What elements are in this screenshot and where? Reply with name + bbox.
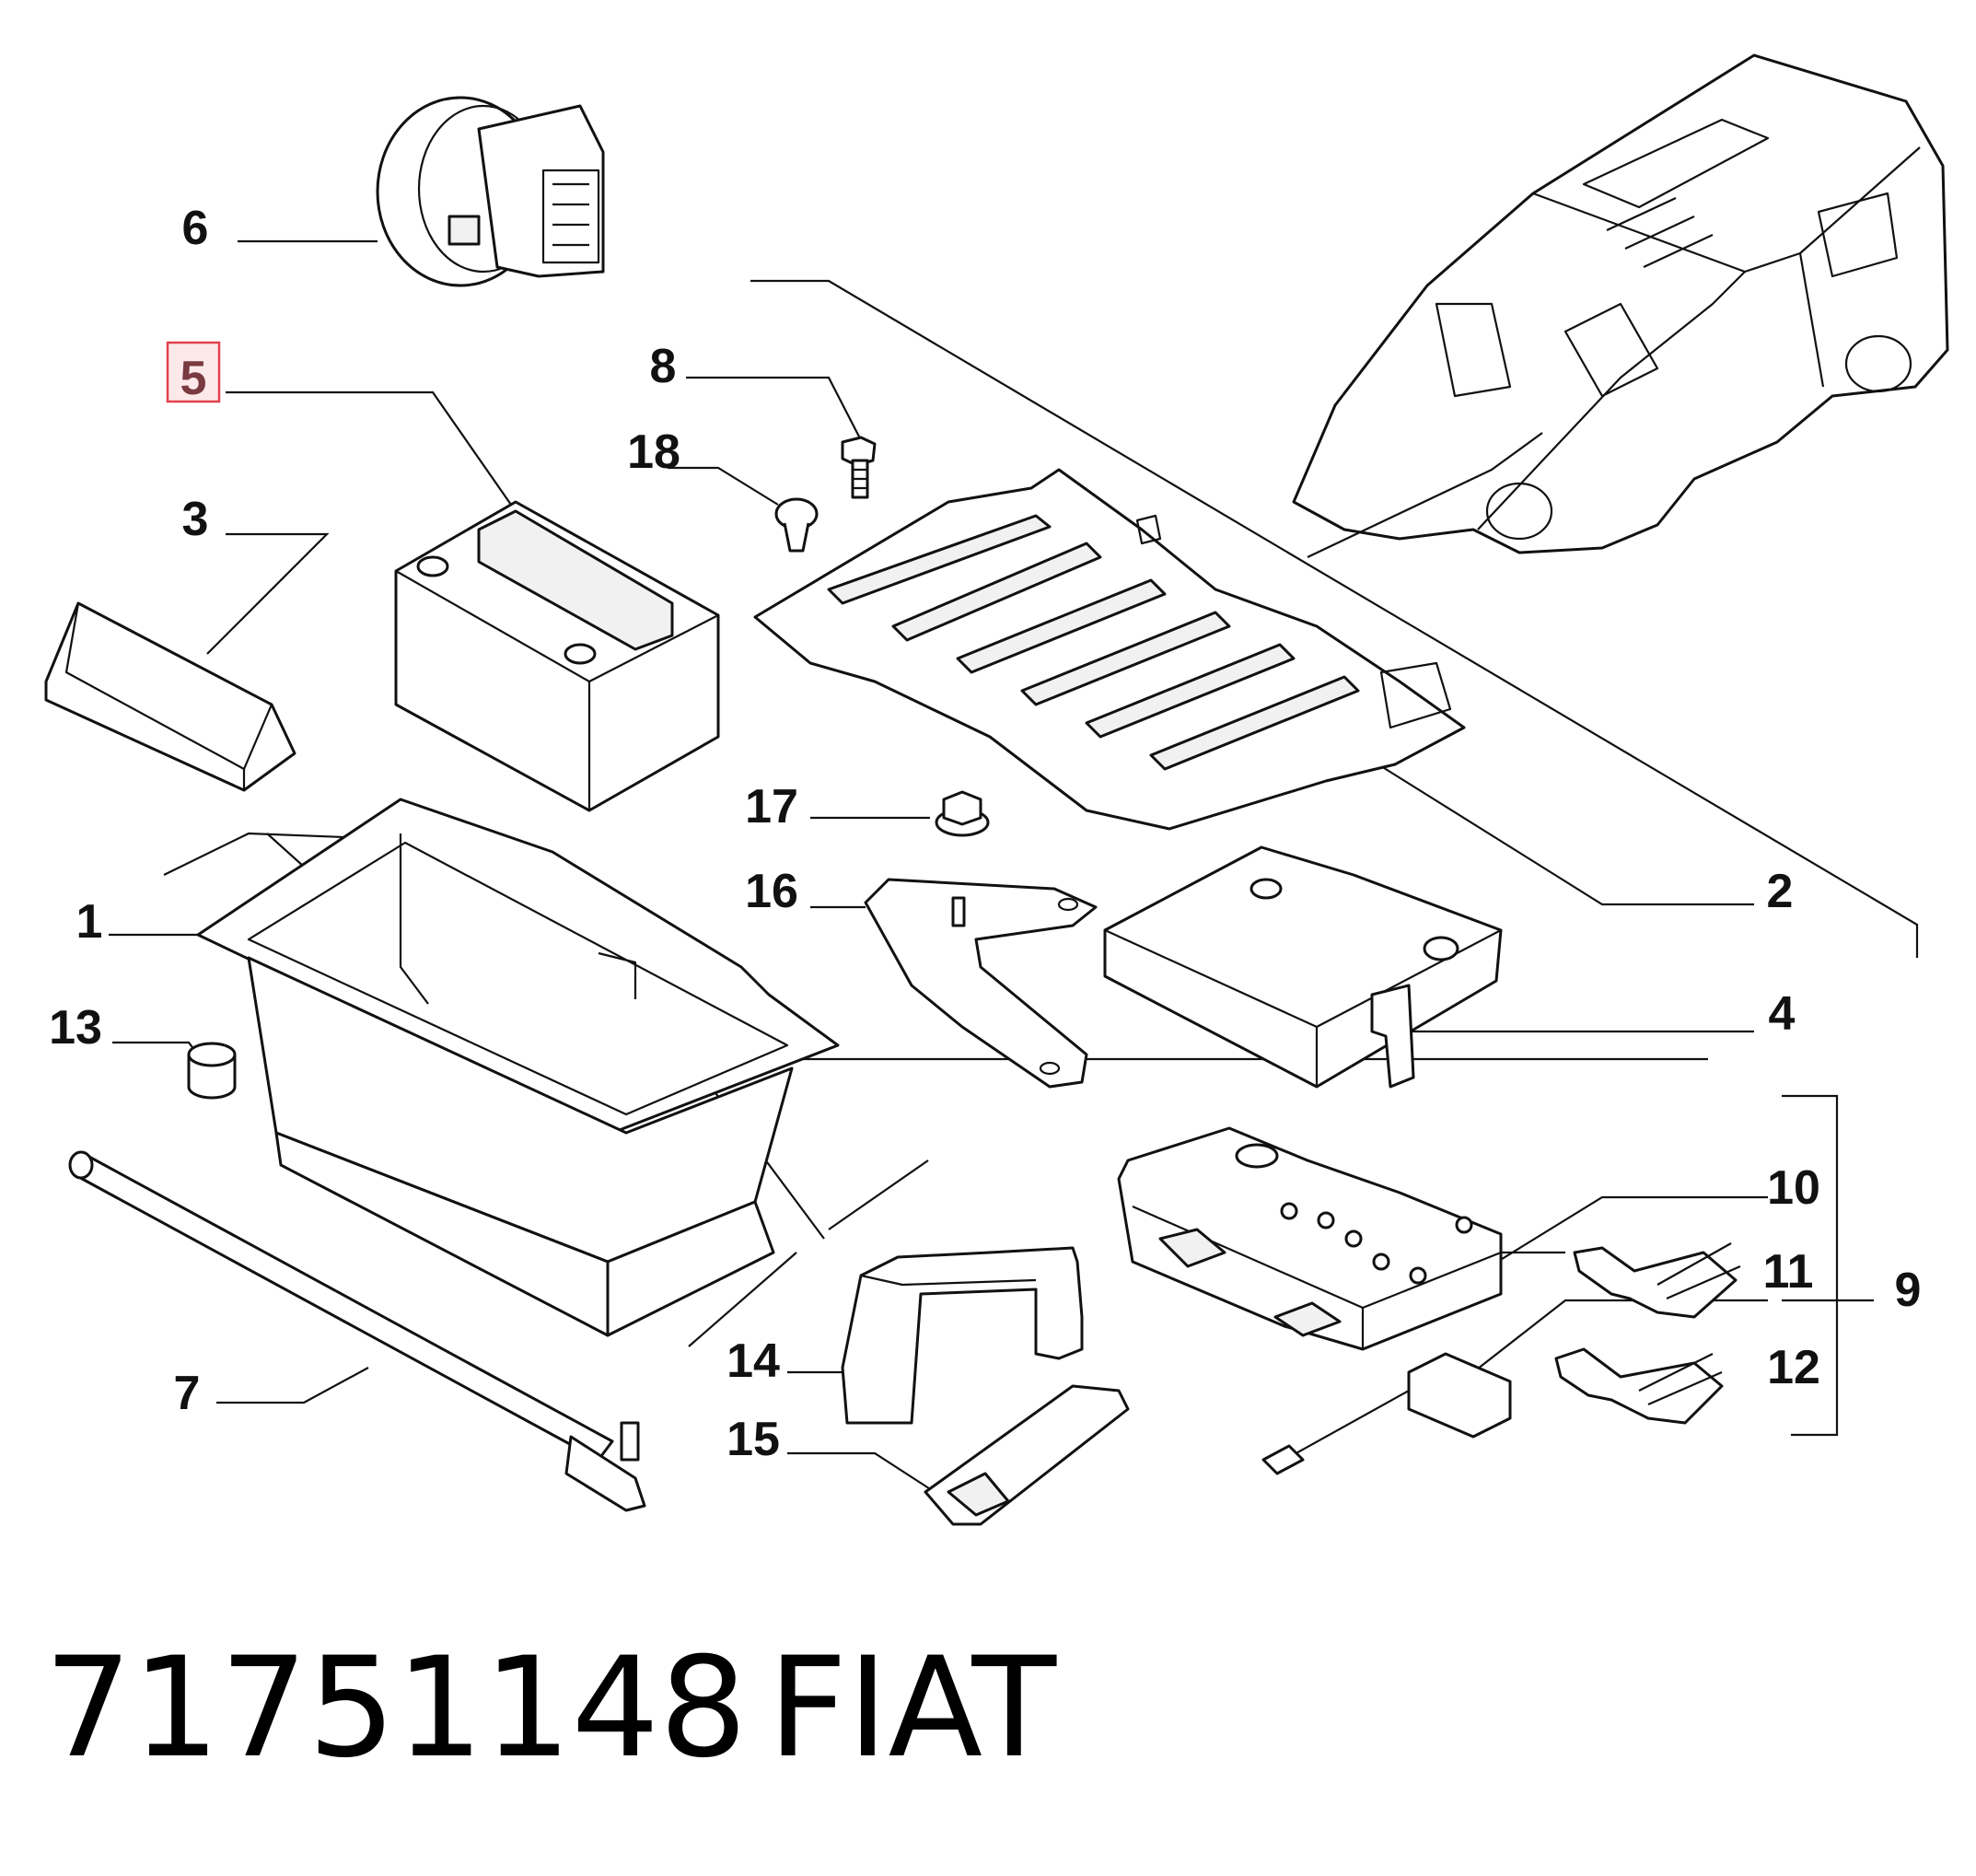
callout-17: 17 xyxy=(745,780,798,833)
callout-5-highlight xyxy=(166,341,221,403)
clip-part xyxy=(774,497,819,553)
support-14-part xyxy=(841,1246,1084,1425)
bracket-part xyxy=(864,878,1098,1089)
fuse-11-part xyxy=(1573,1242,1741,1319)
floor-plate-part xyxy=(753,468,1466,831)
callout-4: 4 xyxy=(1769,987,1796,1041)
nut-part xyxy=(935,790,990,837)
bolt-part xyxy=(841,436,877,499)
callout-8: 8 xyxy=(650,340,677,393)
callout-1: 1 xyxy=(76,895,103,949)
battery-control-unit-part xyxy=(1103,845,1503,1089)
callout-11: 11 xyxy=(1763,1245,1814,1299)
connector-part xyxy=(376,96,605,287)
callouts: 6 5 3 8 18 17 16 2 1 4 13 10 11 9 12 14 … xyxy=(49,202,1921,1466)
sensor-part xyxy=(1261,1352,1512,1475)
battery-cover-part xyxy=(44,601,296,792)
callout-2: 2 xyxy=(1767,865,1794,918)
callout-10: 10 xyxy=(1767,1161,1820,1215)
battery-tray-part xyxy=(196,798,840,1337)
cable-rod-part xyxy=(68,1150,646,1512)
fuse-12-part xyxy=(1554,1347,1724,1425)
callout-13: 13 xyxy=(49,1001,102,1055)
callout-9: 9 xyxy=(1895,1264,1922,1317)
callout-18: 18 xyxy=(627,425,680,479)
van-silhouette xyxy=(1292,53,1949,558)
callout-5: 5 xyxy=(180,352,207,405)
battery-part xyxy=(394,500,720,812)
callout-3: 3 xyxy=(182,493,209,546)
support-15-part xyxy=(924,1384,1130,1526)
callout-12: 12 xyxy=(1767,1341,1820,1394)
part-number: 71751148 xyxy=(44,1628,748,1789)
callout-6: 6 xyxy=(182,202,209,255)
fuse-box-part xyxy=(1117,1126,1503,1351)
brand-name: FIAT xyxy=(768,1628,1057,1789)
callout-15: 15 xyxy=(726,1413,780,1466)
spacer-part xyxy=(187,1042,237,1100)
callout-7: 7 xyxy=(174,1367,201,1420)
callout-14: 14 xyxy=(726,1334,780,1388)
callout-16: 16 xyxy=(745,865,798,918)
